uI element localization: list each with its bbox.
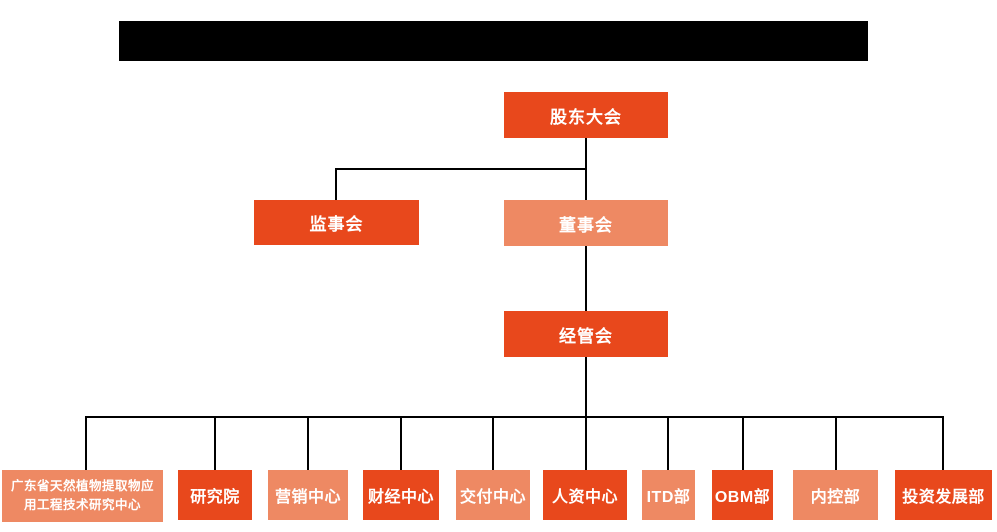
connector-management-down (585, 357, 587, 416)
org-node-label: 人资中心 (551, 489, 618, 506)
org-node-label: OBM部 (714, 489, 771, 506)
org-node-investment-development-department: 投资发展部 (895, 470, 992, 520)
org-node-label: ITD部 (646, 489, 691, 506)
connector-level2-branch (335, 168, 587, 170)
org-node-label: 投资发展部 (902, 489, 985, 506)
org-node-research-institute: 研究院 (178, 470, 252, 520)
connector-dept-drop-4 (400, 416, 402, 470)
redacted-title-bar (119, 21, 868, 61)
connector-dept-drop-6 (585, 416, 587, 470)
org-node-label: 董事会 (559, 215, 613, 235)
org-node-label: 财经中心 (367, 489, 434, 506)
org-node-label: 监事会 (309, 215, 364, 234)
org-node-itd-department: ITD部 (642, 470, 695, 520)
org-node-shareholders-meeting: 股东大会 (504, 92, 668, 138)
org-node-research-center: 广东省天然植物提取物应用工程技术研究中心 (2, 470, 163, 522)
org-node-obm-department: OBM部 (712, 470, 773, 520)
org-node-delivery-center: 交付中心 (456, 470, 530, 520)
org-node-label: 广东省天然植物提取物应用工程技术研究中心 (10, 479, 154, 512)
org-node-label: 营销中心 (274, 489, 341, 506)
org-node-management-committee: 经管会 (504, 311, 668, 357)
org-node-board-of-directors: 董事会 (504, 200, 668, 246)
connector-dept-drop-5 (492, 416, 494, 470)
org-node-label: 内控部 (810, 489, 861, 506)
connector-dept-drop-3 (307, 416, 309, 470)
connector-dept-drop-8 (742, 416, 744, 470)
connector-supervisory-drop (335, 168, 337, 200)
connector-dept-drop-2 (214, 416, 216, 470)
connector-dept-drop-1 (85, 416, 87, 470)
connector-dept-drop-10 (942, 416, 944, 470)
connector-board-to-management (585, 246, 587, 311)
org-node-label: 股东大会 (550, 107, 622, 127)
org-node-finance-center: 财经中心 (363, 470, 439, 520)
org-node-supervisory-board: 监事会 (254, 200, 419, 245)
org-node-marketing-center: 营销中心 (268, 470, 348, 520)
connector-departments-bus (85, 416, 944, 418)
connector-dept-drop-7 (667, 416, 669, 470)
org-node-internal-control-department: 内控部 (793, 470, 878, 520)
connector-dept-drop-9 (835, 416, 837, 470)
org-node-label: 经管会 (559, 326, 613, 346)
org-node-label: 交付中心 (459, 489, 526, 506)
org-node-label: 研究院 (190, 489, 240, 506)
org-node-hr-center: 人资中心 (543, 470, 627, 520)
